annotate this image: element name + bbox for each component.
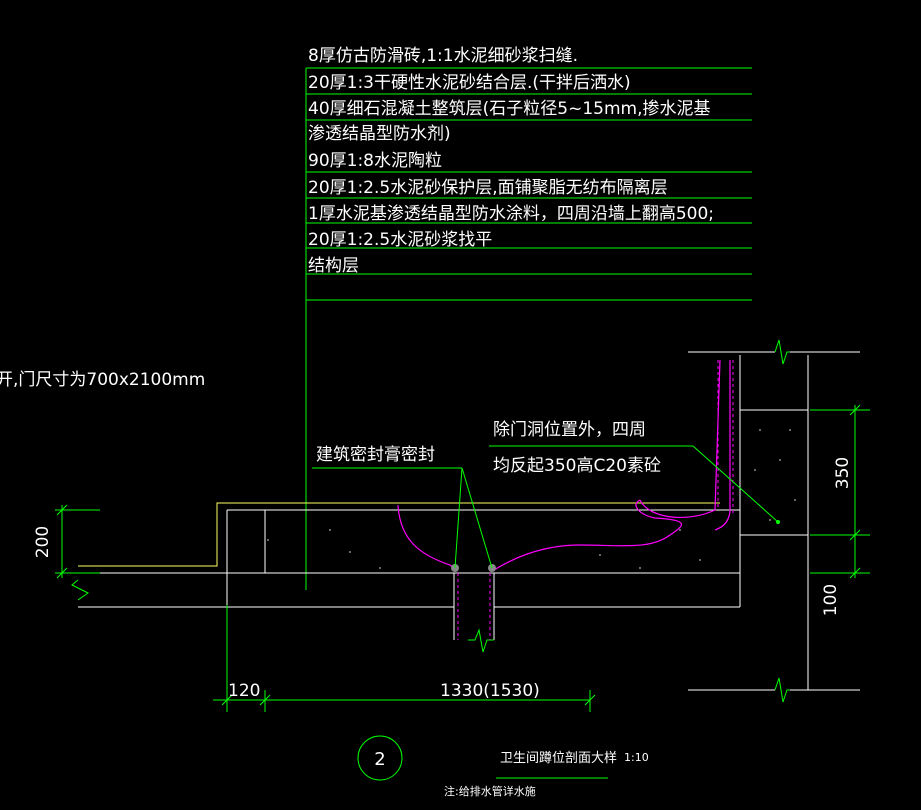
structure-outline xyxy=(78,351,860,691)
curb-leader-dot xyxy=(776,520,780,524)
concrete-hatch xyxy=(267,429,796,569)
dim-left-height: 200 xyxy=(33,526,53,558)
leader-lines xyxy=(305,67,752,590)
waterproof-membrane xyxy=(397,359,731,571)
layer-note-2: 20厚1:3干硬性水泥砂结合层.(干拌后洒水) xyxy=(308,73,631,93)
layer-note-4: 渗透结晶型防水剂) xyxy=(308,124,451,144)
dim-right-bottom: 100 xyxy=(821,584,841,616)
dim-right-top: 350 xyxy=(833,457,853,489)
dim-bottom-main: 1330(1530) xyxy=(440,681,540,701)
membrane-dashed xyxy=(457,360,734,640)
layer-note-8: 20厚1:2.5水泥砂浆找平 xyxy=(308,230,492,250)
layer-note-6: 20厚1:2.5水泥砂保护层,面铺聚脂无纺布隔离层 xyxy=(308,178,668,198)
curb-note-line-2: 均反起350高C20素砼 xyxy=(493,456,661,476)
break-symbols xyxy=(71,339,790,703)
layer-note-5: 90厚1:8水泥陶粒 xyxy=(308,151,442,171)
curb-note-line-1: 除门洞位置外，四周 xyxy=(493,420,646,440)
footnote: 注:给排水管详水施 xyxy=(444,784,536,798)
layer-note-7: 1厚水泥基渗透结晶型防水涂料，四周沿墙上翻高500; xyxy=(308,204,714,224)
dim-bottom-left: 120 xyxy=(228,681,260,701)
layer-note-3: 40厚细石混凝土整筑层(石子粒径5~15mm,掺水泥基 xyxy=(308,99,710,119)
layer-notes: 8厚仿古防滑砖,1:1水泥细砂浆扫缝. 20厚1:3干硬性水泥砂结合层.(干拌后… xyxy=(308,46,714,276)
detail-number-circle xyxy=(357,735,403,781)
seal-note: 建筑密封膏密封 xyxy=(316,444,435,465)
layer-note-9: 结构层 xyxy=(308,256,359,276)
finish-line xyxy=(78,502,720,567)
curb-leader xyxy=(489,445,779,523)
detail-scale: 1:10 xyxy=(624,751,649,764)
detail-number: 2 xyxy=(374,749,385,770)
dimension-lines xyxy=(55,404,870,712)
detail-title: 卫生间蹲位剖面大样 xyxy=(500,751,617,766)
door-size-note: 开,门尺寸为700x2100mm xyxy=(0,370,205,390)
seal-leader xyxy=(312,467,493,569)
layer-note-1: 8厚仿古防滑砖,1:1水泥细砂浆扫缝. xyxy=(308,46,578,66)
